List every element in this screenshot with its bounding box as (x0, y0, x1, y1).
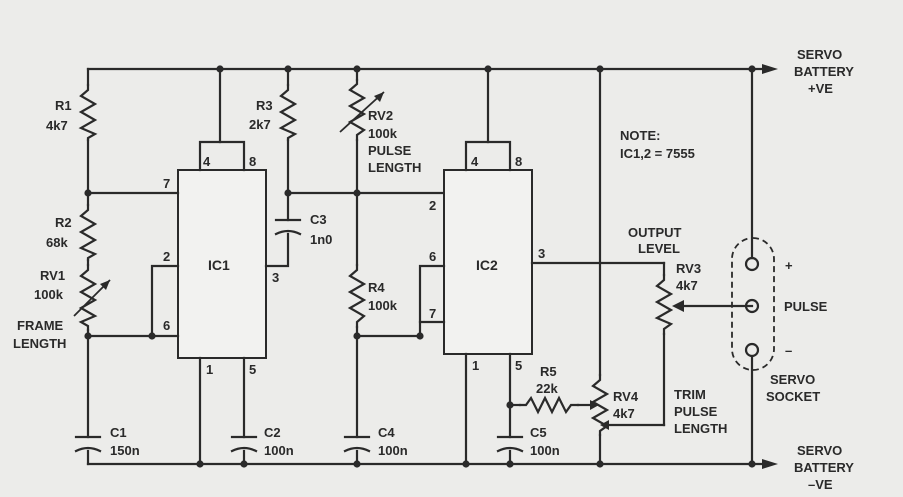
label-ic1-pin7: 7 (163, 176, 170, 191)
label-r3-name: R3 (256, 98, 273, 113)
label-r5-name: R5 (540, 364, 557, 379)
label-rv3-name: RV3 (676, 261, 701, 276)
label-battery-neg-1: SERVO (797, 443, 842, 458)
resistor-r2 (78, 203, 98, 262)
label-output-1: OUTPUT (628, 225, 682, 240)
label-rv1-value: 100k (34, 287, 64, 302)
label-ic2-pin1: 1 (472, 358, 479, 373)
capacitor-c3 (274, 218, 302, 236)
label-ic2-pin2: 2 (429, 198, 436, 213)
label-c1-name: C1 (110, 425, 127, 440)
label-ic1-pin5: 5 (249, 362, 256, 377)
label-battery-pos-2: BATTERY (794, 64, 854, 79)
label-ic2: IC2 (476, 257, 498, 273)
label-r2-value: 68k (46, 235, 68, 250)
label-frame-1: FRAME (17, 318, 64, 333)
label-ic2-pin6: 6 (429, 249, 436, 264)
label-battery-pos-3: +VE (808, 81, 833, 96)
label-output-2: LEVEL (638, 241, 680, 256)
label-ic1-pin3: 3 (272, 270, 279, 285)
label-rv2-func-1: PULSE (368, 143, 412, 158)
label-note-1: NOTE: (620, 128, 660, 143)
label-ic1-pin6: 6 (163, 318, 170, 333)
label-battery-pos-1: SERVO (797, 47, 842, 62)
resistor-r1 (78, 83, 98, 142)
label-frame-2: LENGTH (13, 336, 66, 351)
capacitor-c4 (343, 435, 371, 453)
label-c5-name: C5 (530, 425, 547, 440)
label-r5-value: 22k (536, 381, 558, 396)
label-ic1-pin2: 2 (163, 249, 170, 264)
pot-rv2 (347, 78, 367, 142)
label-battery-neg-2: BATTERY (794, 460, 854, 475)
capacitor-c5 (496, 435, 524, 453)
label-r1-name: R1 (55, 98, 72, 113)
label-ic2-pin4: 4 (471, 154, 479, 169)
label-c4-name: C4 (378, 425, 395, 440)
resistor-r5 (518, 395, 580, 415)
label-rv4-name: RV4 (613, 389, 639, 404)
label-rv3-value: 4k7 (676, 278, 698, 293)
label-socket-plus: + (785, 258, 793, 273)
label-trim-1: TRIM (674, 387, 706, 402)
positive-rail (86, 64, 778, 74)
socket-pin-negative (744, 342, 760, 358)
label-socket-minus: – (785, 343, 792, 358)
label-rv2-func-2: LENGTH (368, 160, 421, 175)
label-battery-neg-3: –VE (808, 477, 833, 492)
ic1-chip (177, 169, 267, 359)
label-rv4-value: 4k7 (613, 406, 635, 421)
ic2-chip (443, 169, 533, 355)
label-r4-value: 100k (368, 298, 398, 313)
label-ic1-pin1: 1 (206, 362, 213, 377)
label-r2-name: R2 (55, 215, 72, 230)
pot-rv3 (654, 273, 674, 336)
label-c1-value: 150n (110, 443, 140, 458)
rv3-wiper-arrow (672, 300, 754, 312)
pot-rv1 (78, 263, 98, 332)
label-ic1: IC1 (208, 257, 230, 273)
label-ic1-pin8: 8 (249, 154, 256, 169)
label-r3-value: 2k7 (249, 117, 271, 132)
socket-pin-positive (744, 256, 760, 272)
label-rv2-value: 100k (368, 126, 398, 141)
pot-rv4 (590, 373, 610, 437)
rv4-wiper-arrow (600, 420, 616, 430)
label-socket-1: SERVO (770, 372, 815, 387)
label-c5-value: 100n (530, 443, 560, 458)
label-ic2-pin7: 7 (429, 306, 436, 321)
label-c3-name: C3 (310, 212, 327, 227)
capacitor-c2 (230, 435, 258, 453)
label-socket-2: SOCKET (766, 389, 820, 404)
label-r4-name: R4 (368, 280, 385, 295)
label-note-2: IC1,2 = 7555 (620, 146, 695, 161)
rv2-r4-wiring (355, 67, 422, 466)
resistor-r4 (347, 263, 367, 329)
rv1-variable-arrow (73, 279, 111, 317)
label-trim-2: PULSE (674, 404, 718, 419)
label-c2-name: C2 (264, 425, 281, 440)
label-c2-value: 100n (264, 443, 294, 458)
label-c4-value: 100n (378, 443, 408, 458)
label-pulse: PULSE (784, 299, 828, 314)
negative-rail (86, 459, 778, 469)
label-r1-value: 4k7 (46, 118, 68, 133)
label-rv2-name: RV2 (368, 108, 393, 123)
socket-pin-pulse (744, 298, 760, 314)
label-rv1-name: RV1 (40, 268, 65, 283)
label-ic2-pin3: 3 (538, 246, 545, 261)
rv4-wiring (598, 67, 666, 466)
label-ic2-pin5: 5 (515, 358, 522, 373)
label-trim-3: LENGTH (674, 421, 727, 436)
label-ic2-pin8: 8 (515, 154, 522, 169)
label-ic1-pin4: 4 (203, 154, 211, 169)
rv2-variable-arrow (339, 91, 385, 133)
resistor-r3 (278, 83, 298, 142)
junction-dots (84, 65, 756, 468)
capacitor-c1 (74, 435, 102, 453)
label-c3-value: 1n0 (310, 232, 332, 247)
